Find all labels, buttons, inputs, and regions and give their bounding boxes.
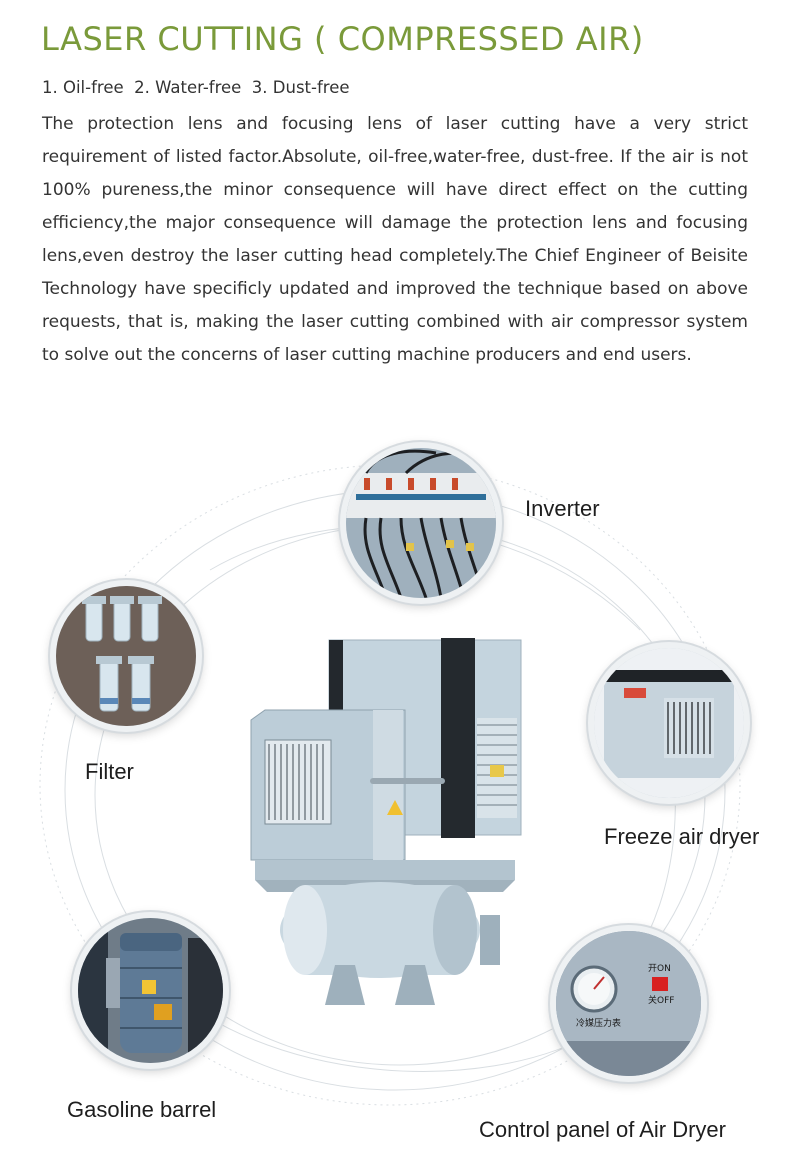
freeze-dryer-photo <box>588 642 750 804</box>
gauge-caption: 冷媒压力表 <box>576 1017 621 1029</box>
freeze-dryer-label: Freeze air dryer <box>604 824 760 849</box>
gasoline-barrel-label: Gasoline barrel <box>67 1097 217 1122</box>
filter-photo <box>50 580 202 732</box>
inverter-photo <box>340 442 502 604</box>
air-compressor-machine <box>250 638 522 1005</box>
inverter-label: Inverter <box>525 496 600 521</box>
on-text: 开ON <box>648 963 671 974</box>
filter-label: Filter <box>85 759 134 784</box>
control-panel-photo: 冷媒压力表 开ON 关OFF <box>550 925 707 1082</box>
off-text: 关OFF <box>648 994 674 1006</box>
control-panel-label: Control panel of Air Dryer <box>479 1117 726 1142</box>
gasoline-barrel-photo <box>72 912 229 1069</box>
component-diagram: Inverter Filter Freeze air dr <box>0 420 790 1167</box>
feature-list: 1. Oil-free 2. Water-free 3. Dust-free <box>42 78 350 97</box>
description-paragraph: The protection lens and focusing lens of… <box>42 114 748 365</box>
page-title: LASER CUTTING ( COMPRESSED AIR) <box>41 20 644 58</box>
